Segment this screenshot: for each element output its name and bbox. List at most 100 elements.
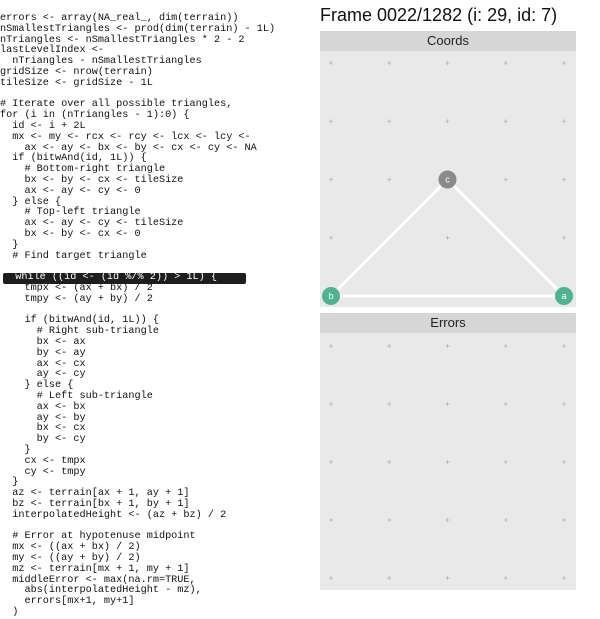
grid-plus-icon [562,235,566,240]
grid-plus-icon [562,576,566,580]
code-line: ) [0,607,19,618]
grid-plus-icon [503,576,508,580]
code-line: by <- cy [0,434,86,446]
errors-plot [329,344,566,580]
code-line: cx <- tmpx [0,455,86,467]
code-line: ay <- by [0,412,86,424]
code-line: tmpx <- (ax + bx) / 2 [0,283,153,294]
code-line: my <- ((ay + by) / 2) [0,553,141,564]
coords-panel: Coords a b c [320,31,576,307]
grid-plus-icon [445,344,450,348]
grid-plus-icon [445,402,450,406]
errors-panel-title: Errors [320,313,576,333]
code-line: abs(interpolatedHeight - mz), [0,585,202,597]
grid-plus-icon [503,344,508,348]
grid-plus-icon [329,576,333,580]
code-line: # Find target triangle [0,250,147,262]
code-line: errors[mx+1, my+1] [0,596,135,608]
vertex-marker [438,170,457,189]
code-line: # Bottom-right triangle [0,164,166,176]
grid-plus-icon [329,344,333,348]
code-line: # Right sub-triangle [0,326,159,338]
code-line: # Iterate over all possible triangles, [0,99,233,111]
grid-plus-icon [562,119,566,124]
grid-plus-icon [387,119,392,124]
grid-plus-icon [562,344,566,348]
code-line: for (i in (nTriangles - 1):0) { [0,110,190,122]
code-line: bx <- by <- cx <- tileSize [0,175,184,186]
grid-plus-icon [445,119,450,124]
code-line: if (bitwAnd(id, 1L)) { [0,315,159,327]
grid-plus-icon [387,460,392,464]
grid-plus-icon [329,61,333,65]
code-line: by <- ay [0,347,86,359]
grid-plus-icon [387,344,392,348]
grid-plus-icon [329,460,333,464]
triangle-edge [446,178,566,298]
code-line: # Error at hypotenuse midpoint [0,531,196,543]
vertex-c: c [438,170,457,189]
code-line: # Left sub-triangle [0,391,153,402]
current-code-line: while ((id <- (id %/% 2)) > 1L) { [3,272,246,284]
grid-plus-icon [562,518,566,522]
code-line: mx <- ((ax + bx) / 2) [0,542,141,554]
grid-plus-icon [503,177,508,182]
grid-plus-icon [329,119,333,124]
grid-plus-icon [387,177,392,182]
errors-panel: Errors [320,313,576,590]
code-line: } [0,477,19,489]
code-line: ax <- ay <- cy <- 0 [0,185,141,197]
code-line: bx <- ax [0,337,86,348]
vertex-marker [322,287,340,305]
grid-plus-icon [503,61,508,65]
vertex-a: a [555,287,573,305]
grid-plus-icon [445,576,450,580]
grid-plus-icon [445,460,450,464]
code-line: nTriangles <- nSmallestTriangles * 2 - 2 [0,34,245,46]
code-line: mx <- my <- rcx <- rcy <- lcx <- lcy <- [0,131,251,143]
code-line: errors <- array(NA_real_, dim(terrain)) [0,13,239,24]
grid-plus-icon [387,61,392,65]
code-line: middleError <- max(na.rm=TRUE, [0,574,196,586]
code-line: ay <- cy [0,369,86,381]
vertex-label: c [445,175,450,185]
grid-plus-icon [562,61,566,65]
grid-plus-icon [387,518,392,522]
triangle-edge [329,178,449,298]
code-line: bx <- cx [0,423,86,435]
grid-plus-icon [329,402,333,406]
code-line: interpolatedHeight <- (az + bz) / 2 [0,509,227,521]
code-line: id <- i + 2L [0,121,86,132]
coords-plot: a b c [322,61,573,305]
code-line: } else { [0,196,62,208]
grid-plus-icon [329,518,333,522]
grid-plus-icon [562,402,566,406]
vertex-label: a [561,291,566,301]
code-line: ax <- ay <- cy <- tileSize [0,218,184,230]
code-line: az <- terrain[ax + 1, ay + 1] [0,488,190,500]
code-line: lastLevelIndex <- [0,45,104,57]
grid-plus-icon [387,402,392,406]
grid-plus-icon [387,576,392,580]
grid-plus-icon [562,460,566,464]
code-line: cy <- tmpy [0,466,86,478]
code-line: mz <- terrain[mx + 1, my + 1] [0,563,190,575]
code-listing: errors <- array(NA_real_, dim(terrain)) n… [0,13,275,618]
code-line: gridSize <- nrow(terrain) [0,67,153,78]
code-line: bx <- by <- cx <- 0 [0,229,141,240]
code-line: # Top-left triangle [0,207,141,219]
frame-title: Frame 0022/1282 (i: 29, id: 7) [320,5,558,25]
code-line: bz <- terrain[bx + 1, by + 1] [0,499,190,510]
grid-plus-icon [503,402,508,406]
grid-plus-icon [329,177,333,182]
code-line: tileSize <- gridSize - 1L [0,77,153,89]
code-line: ax <- ay <- bx <- by <- cx <- cy <- NA [0,142,257,154]
code-line: } [0,445,31,456]
code-line: ax <- cx [0,358,86,370]
vertex-b: b [322,287,340,305]
vertex-marker [555,287,573,305]
coords-panel-title: Coords [320,31,576,51]
code-line: tmpy <- (ay + by) / 2 [0,293,153,305]
grid-plus-icon [562,177,566,182]
vertex-label: b [328,291,333,301]
